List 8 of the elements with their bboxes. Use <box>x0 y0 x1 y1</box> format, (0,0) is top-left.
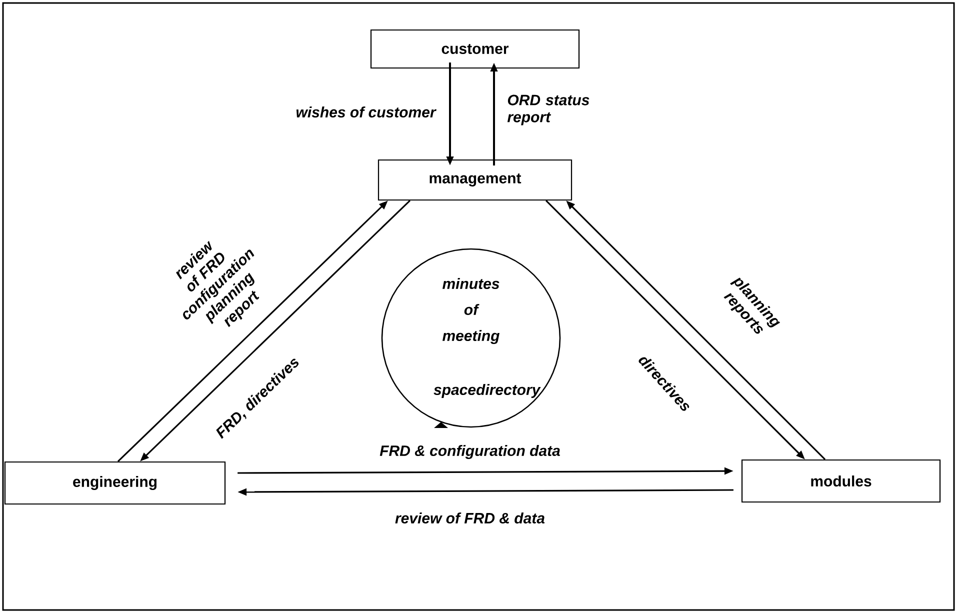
edge-label: wishes of customer <box>296 106 436 118</box>
process-box: customer <box>370 29 580 69</box>
edge-label: review of FRD & data <box>395 512 545 524</box>
edge-label: ORD status report <box>507 94 590 126</box>
process-box: engineering <box>4 461 226 505</box>
process-box: management <box>378 159 572 201</box>
edge-label: FRD & configuration data <box>380 445 560 459</box>
process-box: modules <box>741 459 941 503</box>
